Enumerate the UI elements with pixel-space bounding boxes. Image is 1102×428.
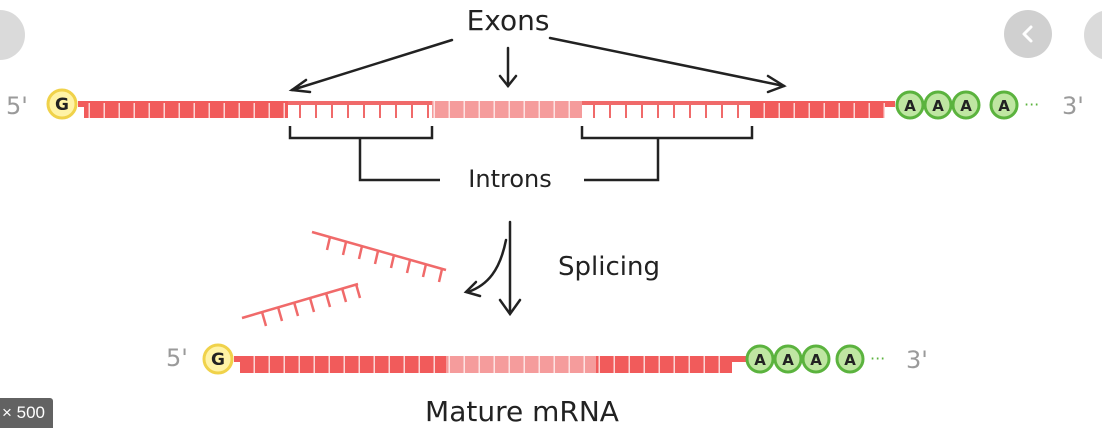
exon-segment — [84, 103, 288, 118]
exon-segment — [596, 356, 732, 373]
exons-label: Exons — [467, 4, 550, 37]
chevron-left-icon — [1022, 25, 1033, 43]
exon-segment — [432, 101, 582, 118]
exon-segment — [732, 356, 746, 362]
splicing-arrow — [463, 220, 522, 317]
mature-mrna-label: Mature mRNA — [425, 395, 619, 428]
cap-top: G — [46, 88, 78, 120]
excised-intron-fragment — [311, 230, 447, 283]
excised-intron-fragment — [241, 282, 362, 327]
three-prime-label-bottom: 3' — [906, 346, 928, 374]
tail-base-label: A — [998, 97, 1010, 115]
five-prime-label-top: 5' — [6, 92, 28, 120]
image-size-badge: × 500 — [0, 398, 54, 428]
next-image-button[interactable] — [1084, 10, 1102, 60]
three-prime-label-top: 3' — [1062, 92, 1084, 120]
intron-segment — [582, 101, 750, 118]
cap-bottom: G — [202, 343, 234, 375]
tail-base-label: A — [810, 351, 822, 369]
poly-a-tail-top: A A A A ··· — [895, 90, 1039, 120]
tail-base-label: A — [844, 351, 856, 369]
tail-base-label: A — [932, 97, 944, 115]
exon-segment — [240, 356, 446, 373]
exon-segment — [750, 103, 885, 118]
tail-dots: ··· — [1024, 95, 1039, 114]
tail-base-label: A — [960, 97, 972, 115]
poly-a-tail-bottom: A A A A ··· — [745, 344, 885, 374]
tail-dots: ··· — [870, 349, 885, 368]
tail-base-label: A — [904, 97, 916, 115]
cap-bottom-label: G — [211, 350, 225, 370]
splicing-label: Splicing — [558, 252, 660, 282]
introns-label: Introns — [468, 165, 551, 193]
exon-segment — [446, 356, 596, 373]
tail-base-label: A — [754, 351, 766, 369]
intron-segment — [288, 101, 432, 118]
introns-bracket — [288, 126, 754, 182]
exon-arrows — [288, 36, 787, 94]
five-prime-label-bottom: 5' — [166, 344, 188, 372]
cap-top-label: G — [55, 95, 69, 115]
back-button[interactable] — [1004, 10, 1052, 58]
tail-base-label: A — [782, 351, 794, 369]
